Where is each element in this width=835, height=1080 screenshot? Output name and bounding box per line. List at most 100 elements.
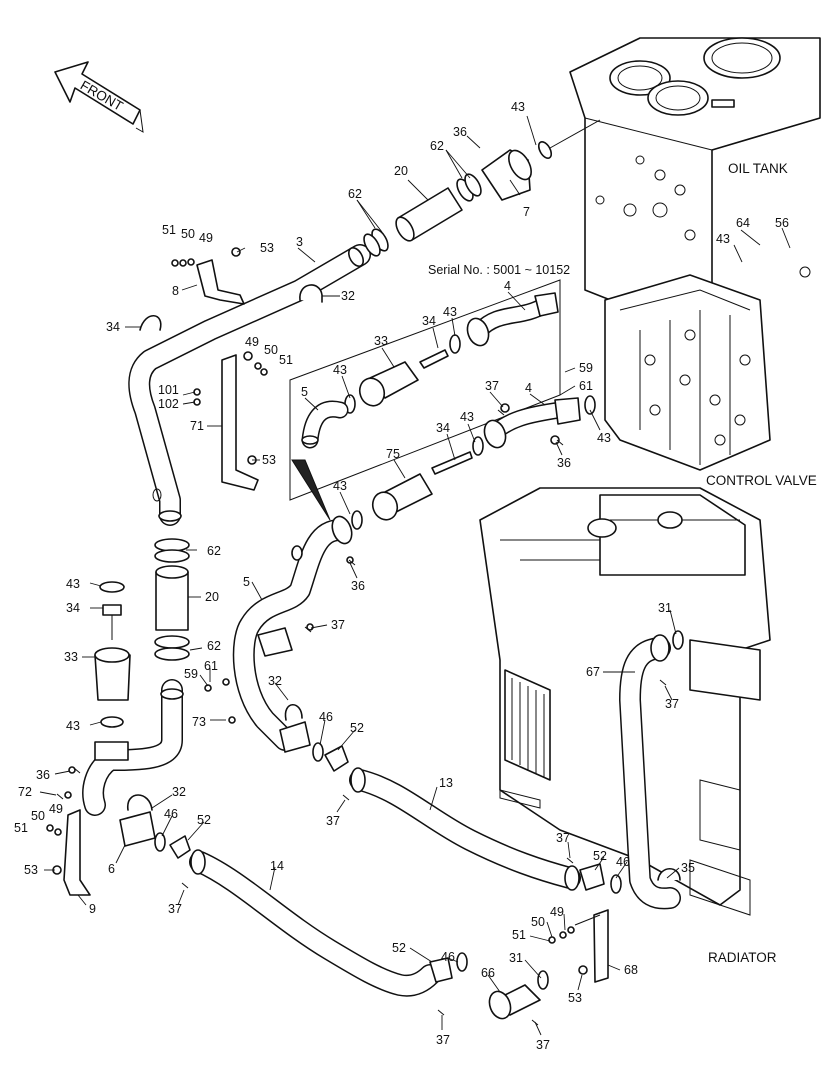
callout-33: 33 [374,334,388,348]
callout-6: 6 [108,862,115,876]
callout-34: 34 [106,320,120,334]
hose-14 [189,849,468,997]
callout-68: 68 [624,963,638,977]
callout-53: 53 [262,453,276,467]
oil-tank-label: OIL TANK [728,161,788,176]
callout-61: 61 [204,659,218,673]
callout-numbers: 43 36 62 20 7 62 3 51 50 49 53 8 32 64 5… [14,100,789,1052]
callout-53: 53 [24,863,38,877]
callout-43: 43 [333,363,347,377]
callout-62: 62 [207,639,221,653]
callout-67: 67 [586,665,600,679]
callout-53: 53 [568,991,582,1005]
callout-32: 32 [268,674,282,688]
callout-34: 34 [436,421,450,435]
callout-43: 43 [716,232,730,246]
callout-37: 37 [665,697,679,711]
pipe-4-main [431,395,596,475]
callout-9: 9 [89,902,96,916]
callout-52: 52 [350,721,364,735]
callout-62: 62 [207,544,221,558]
callout-36: 36 [36,768,50,782]
callout-43: 43 [333,479,347,493]
callout-52: 52 [593,849,607,863]
callout-3: 3 [296,235,303,249]
callout-13: 13 [439,776,453,790]
callout-50: 50 [264,343,278,357]
fitting-32-mid [279,703,349,772]
callout-33: 33 [64,650,78,664]
callout-51: 51 [279,353,293,367]
callout-43: 43 [597,431,611,445]
radiator-label: RADIATOR [708,950,777,965]
callout-71: 71 [190,419,204,433]
callout-37: 37 [168,902,182,916]
callout-43: 43 [66,719,80,733]
callout-50: 50 [181,227,195,241]
callout-102: 102 [158,397,179,411]
callout-31: 31 [658,601,672,615]
callout-43: 43 [443,305,457,319]
callout-20: 20 [205,590,219,604]
callout-62: 62 [430,139,444,153]
callout-4: 4 [525,381,532,395]
callout-43: 43 [66,577,80,591]
hose-20-upper [363,173,482,257]
callout-49: 49 [550,905,564,919]
elbow-pipe-5 [232,515,354,751]
callout-36: 36 [557,456,571,470]
callout-32: 32 [172,785,186,799]
callout-49: 49 [49,802,63,816]
callout-52: 52 [392,941,406,955]
callout-59: 59 [184,667,198,681]
bracket-9 [46,791,91,896]
callout-61: 61 [579,379,593,393]
callout-46: 46 [441,950,455,964]
callout-37: 37 [536,1038,550,1052]
bracket-71 [193,351,268,491]
callout-37: 37 [331,618,345,632]
front-arrow: FRONT [54,61,144,133]
callout-56: 56 [775,216,789,230]
callout-46: 46 [616,855,630,869]
callout-8: 8 [172,284,179,298]
callout-53: 53 [260,241,274,255]
callout-73: 73 [192,715,206,729]
callout-31: 31 [509,951,523,965]
callout-46: 46 [164,807,178,821]
callout-37: 37 [556,831,570,845]
fitting-7 [481,119,601,201]
callout-36: 36 [453,125,467,139]
callout-5: 5 [243,575,250,589]
callout-35: 35 [681,861,695,875]
callout-7: 7 [523,205,530,219]
u-bolt-32-upper [299,284,323,303]
u-bolt-34-upper [139,314,162,331]
fitting-66 [488,970,549,1020]
callout-32: 32 [341,289,355,303]
callout-20: 20 [394,164,408,178]
callout-37: 37 [436,1033,450,1047]
oil-tank: OIL TANK [569,37,821,341]
serial-number-inset: Serial No. : 5001 ~ 10152 [289,263,570,521]
control-valve: CONTROL VALVE [604,274,817,488]
callout-59: 59 [579,361,593,375]
fitting-6 [119,794,191,859]
callout-101: 101 [158,383,179,397]
bracket-8 [171,247,245,305]
callout-43: 43 [460,410,474,424]
callout-34: 34 [422,314,436,328]
callout-49: 49 [245,335,259,349]
serial-number-label: Serial No. : 5001 ~ 10152 [428,263,570,277]
callout-51: 51 [512,928,526,942]
callout-75: 75 [386,447,400,461]
suction-pipe-3 [128,244,371,526]
callout-37: 37 [326,814,340,828]
callout-62: 62 [348,187,362,201]
callout-64: 64 [736,216,750,230]
callout-4: 4 [504,279,511,293]
callout-50: 50 [31,809,45,823]
hose-13 [349,767,622,894]
callout-46: 46 [319,710,333,724]
